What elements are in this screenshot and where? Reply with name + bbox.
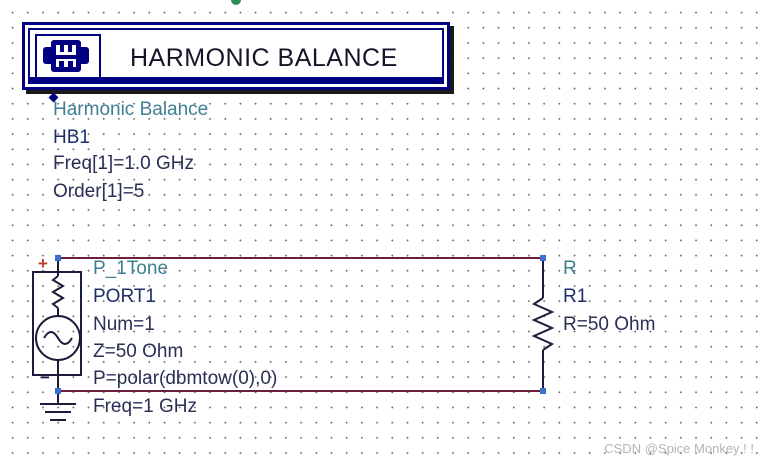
port-num-param[interactable]: Num=1: [93, 314, 155, 335]
resistor-pin-bottom[interactable]: [540, 388, 546, 394]
resistor-symbol[interactable]: [531, 258, 555, 391]
port-freq-param[interactable]: Freq=1 GHz: [93, 396, 198, 417]
hb-inner-frame: HARMONIC BALANCE: [28, 28, 444, 84]
watermark-text: CSDN @Spice Monkey ! !: [604, 441, 754, 456]
hb-title: HARMONIC BALANCE: [130, 44, 398, 72]
hb-type-label[interactable]: Harmonic Balance: [53, 99, 209, 120]
resistor-instance-label[interactable]: R1: [563, 286, 588, 307]
port-minus-sign: −: [40, 368, 50, 387]
resistor-value-param[interactable]: R=50 Ohm: [563, 314, 656, 335]
port-plus-sign: +: [38, 254, 48, 273]
ground-symbol[interactable]: [40, 403, 76, 421]
port-power-param[interactable]: P=polar(dbmtow(0),0): [93, 368, 278, 389]
resistor-pin-top[interactable]: [540, 255, 546, 261]
harmonic-balance-controller[interactable]: HARMONIC BALANCE: [22, 22, 450, 90]
hb-order-param[interactable]: Order[1]=5: [53, 181, 145, 202]
hb-bottom-bar: [30, 77, 442, 82]
hb-freq-param[interactable]: Freq[1]=1.0 GHz: [53, 153, 194, 174]
harmonic-balance-icon: [35, 34, 101, 82]
port-instance-label[interactable]: PORT1: [93, 286, 157, 307]
port-type-label[interactable]: P_1Tone: [93, 258, 169, 279]
port-pin-top[interactable]: [55, 255, 61, 261]
node-dot: [231, 0, 241, 5]
hb-instance-label[interactable]: HB1: [53, 127, 90, 148]
port-pin-bottom[interactable]: [55, 388, 61, 394]
resistor-type-label[interactable]: R: [563, 258, 577, 279]
port-z-param[interactable]: Z=50 Ohm: [93, 341, 184, 362]
port-source-symbol[interactable]: [32, 258, 82, 404]
harmonic-balance-icon-graphic: [43, 40, 89, 72]
